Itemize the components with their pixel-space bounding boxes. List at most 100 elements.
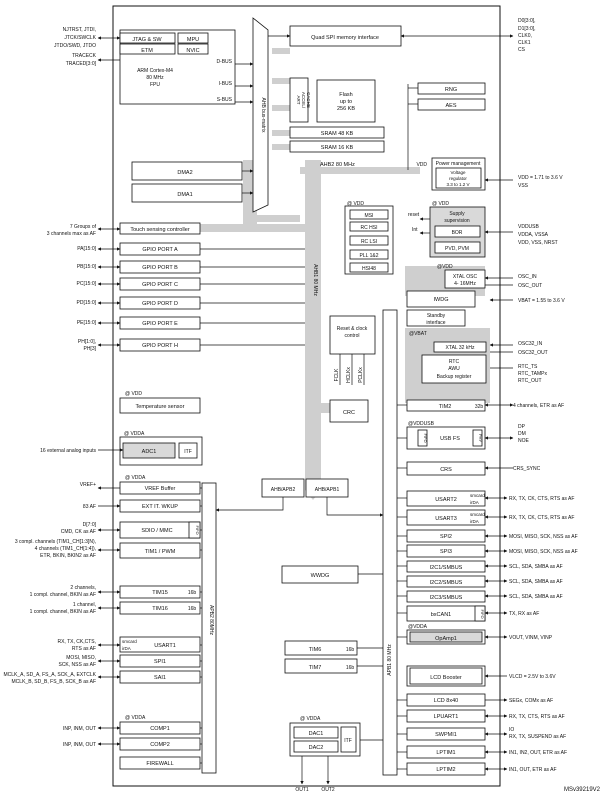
reset-clock-control xyxy=(329,315,376,355)
pin-vdd-range: VDD = 1.71 to 3.6 V xyxy=(518,175,563,181)
comp2-label: COMP2 xyxy=(150,742,170,748)
hsi48-label: HSI48 xyxy=(362,266,376,272)
pin-usart3: RX, TX, CK, CTS, RTS as AF xyxy=(509,515,574,521)
tim6-16b-label: 16b xyxy=(346,647,355,653)
dac-out1-label: OUT1 xyxy=(295,787,309,793)
tim2-32b-label: 32b xyxy=(475,404,484,410)
usbfs-label: USB FS xyxy=(440,436,460,442)
sdmmc-label: SDIO / MMC xyxy=(141,528,172,534)
iwdg-block xyxy=(406,290,476,308)
pin-spi1-1: MOSI, MISO, xyxy=(66,655,96,661)
tim15-label: TIM15 xyxy=(152,590,168,596)
pin-comp2: INP, INM, OUT xyxy=(63,742,96,748)
bxcan1-label: bxCAN1 xyxy=(431,612,451,618)
pin-tim1-1: 3 compl. channels (TIM1_CH[1:3]N), xyxy=(15,539,96,545)
usart1-irda-label: irDA xyxy=(122,646,131,651)
gpioc-label: GPIO PORT C xyxy=(142,282,178,288)
pin-njtrst: NJTRST, JTDI, xyxy=(63,27,96,33)
pin-pc: PC[15:0] xyxy=(77,281,97,287)
sup-label-2: supervision xyxy=(444,218,470,224)
standby-label-1: Standby xyxy=(427,313,446,319)
usb-phy-label: PHY xyxy=(478,434,483,443)
comp-vdda-label: @ VDDA xyxy=(125,715,146,721)
tim15-16b-label: 16b xyxy=(188,590,197,596)
flash-label-1: Flash xyxy=(339,92,352,98)
gpiob-label: GPIO PORT B xyxy=(142,265,178,271)
rcc-label-1: Reset & clock xyxy=(337,326,368,332)
nvic-label: NVIC xyxy=(186,48,199,54)
rclsi-label: RC LSI xyxy=(361,239,377,245)
pin-sai1-2: MCLK_B, SD_B, FS_B, SCK_B as AF xyxy=(12,679,96,685)
pin-traced: TRACED[3:0] xyxy=(66,61,97,67)
dac-itf-label: ITF xyxy=(344,738,352,744)
tim1-label: TIM1 / PWM xyxy=(145,549,176,555)
swpmi1-label: SWPMI1 xyxy=(435,732,457,738)
pin-pd: PD[15:0] xyxy=(77,300,97,306)
etm-label: ETM xyxy=(141,48,153,54)
xtal32-block xyxy=(433,341,487,353)
sram16-label: SRAM 16 KB xyxy=(321,145,354,151)
pin-sdmmc-cmd: CMD, CK as AF xyxy=(61,529,96,535)
dma2-label: DMA2 xyxy=(177,170,192,176)
lcd-label: LCD 8x40 xyxy=(434,698,458,704)
pin-usb-noe: NOE xyxy=(518,438,530,444)
pin-crs-sync: CRS_SYNC xyxy=(513,466,541,472)
tim16-label: TIM16 xyxy=(152,606,168,612)
temp-vdd-label: @ VDD xyxy=(125,391,142,397)
standby-label-2: interface xyxy=(426,320,445,326)
pin-vbat: VBAT = 1.55 to 3.6 V xyxy=(518,298,565,304)
sai1-label: SAI1 xyxy=(154,675,166,681)
pin-i2c3: SCL, SDA, SMBA as AF xyxy=(509,594,563,600)
dac-out2-label: OUT2 xyxy=(321,787,335,793)
pin-lpuart: RX, TX, CTS, RTS as AF xyxy=(509,714,565,720)
wwdg-block xyxy=(281,565,359,584)
pin-pe: PE[15:0] xyxy=(77,320,97,326)
iwdg-label: IWDG xyxy=(434,297,449,303)
pin-touch-1: 7 Groups of xyxy=(70,224,97,230)
pin-osc32-in: OSC32_IN xyxy=(518,341,543,347)
aes-block xyxy=(417,98,486,111)
quadspi-label: Quad SPI memory interface xyxy=(311,35,379,41)
standby-interface xyxy=(406,309,466,327)
hclkx-label: HCLKx xyxy=(346,367,352,383)
pin-lptim1: IN1, IN2, OUT, ETR as AF xyxy=(509,750,567,756)
pin-opamp: VOUT, VINM, VINP xyxy=(509,635,553,641)
usart2-smcard-label: smcard xyxy=(470,493,485,498)
figure-reference: MSv39219V2 xyxy=(564,787,601,793)
pin-spi3: MOSI, MISO, SCK, NSS as AF xyxy=(509,549,578,555)
usart3-label: USART3 xyxy=(435,516,457,522)
exti-label: EXT IT. WKUP xyxy=(142,504,178,510)
pin-pa: PA[15:0] xyxy=(77,246,96,252)
ahb1-label: AHB1 80 MHz xyxy=(312,264,318,296)
pin-osc32-out: OSC32_OUT xyxy=(518,350,548,356)
gpio-group: GPIO PORT A GPIO PORT B GPIO PORT C GPIO… xyxy=(119,242,201,352)
usart1-label: USART1 xyxy=(154,643,176,649)
flash-label-2: up to xyxy=(340,99,352,105)
pin-jtdo: JTDO/SWD, JTDO xyxy=(54,43,96,49)
cpu-label-3: FPU xyxy=(150,82,160,88)
mpu-label: MPU xyxy=(187,37,199,43)
art-label-2: ACCEL/ xyxy=(301,92,306,109)
sram48-label: SRAM 48 KB xyxy=(321,131,354,137)
usb-vddusb-label: @VDDUSB xyxy=(408,421,435,427)
pin-lcd: SEGx, COMx as AF xyxy=(509,698,553,704)
rng-label: RNG xyxy=(445,87,457,93)
pin-tim15-1: 2 channels, xyxy=(70,585,96,591)
pin-vdda-vssa: VDDA, VSSA xyxy=(518,232,549,238)
pin-ph3: PH[3] xyxy=(83,346,96,352)
art-block xyxy=(289,77,309,123)
pin-tim1-2: 4 channels (TIM1_CH[1:4]), xyxy=(35,546,96,552)
pin-osc-in: OSC_IN xyxy=(518,274,537,280)
vbat-label: @VBAT xyxy=(409,331,427,337)
vreg-label-2: regulator xyxy=(449,176,467,181)
pin-ph1: PH[1:0], xyxy=(78,339,96,345)
clock-vdd-label: @ VDD xyxy=(347,201,364,207)
pin-d1: D1[3:0], xyxy=(518,26,536,32)
vreg-label-1: Voltage xyxy=(450,170,466,175)
spi3-label: SPI3 xyxy=(440,549,452,555)
spi1-label: SPI1 xyxy=(154,659,166,665)
adc-itf-label: ITF xyxy=(184,449,192,455)
pin-83af: 83 AF xyxy=(83,504,96,510)
rchsi-label: RC HSI xyxy=(361,225,378,231)
lptim2-label: LPTIM2 xyxy=(436,767,455,773)
